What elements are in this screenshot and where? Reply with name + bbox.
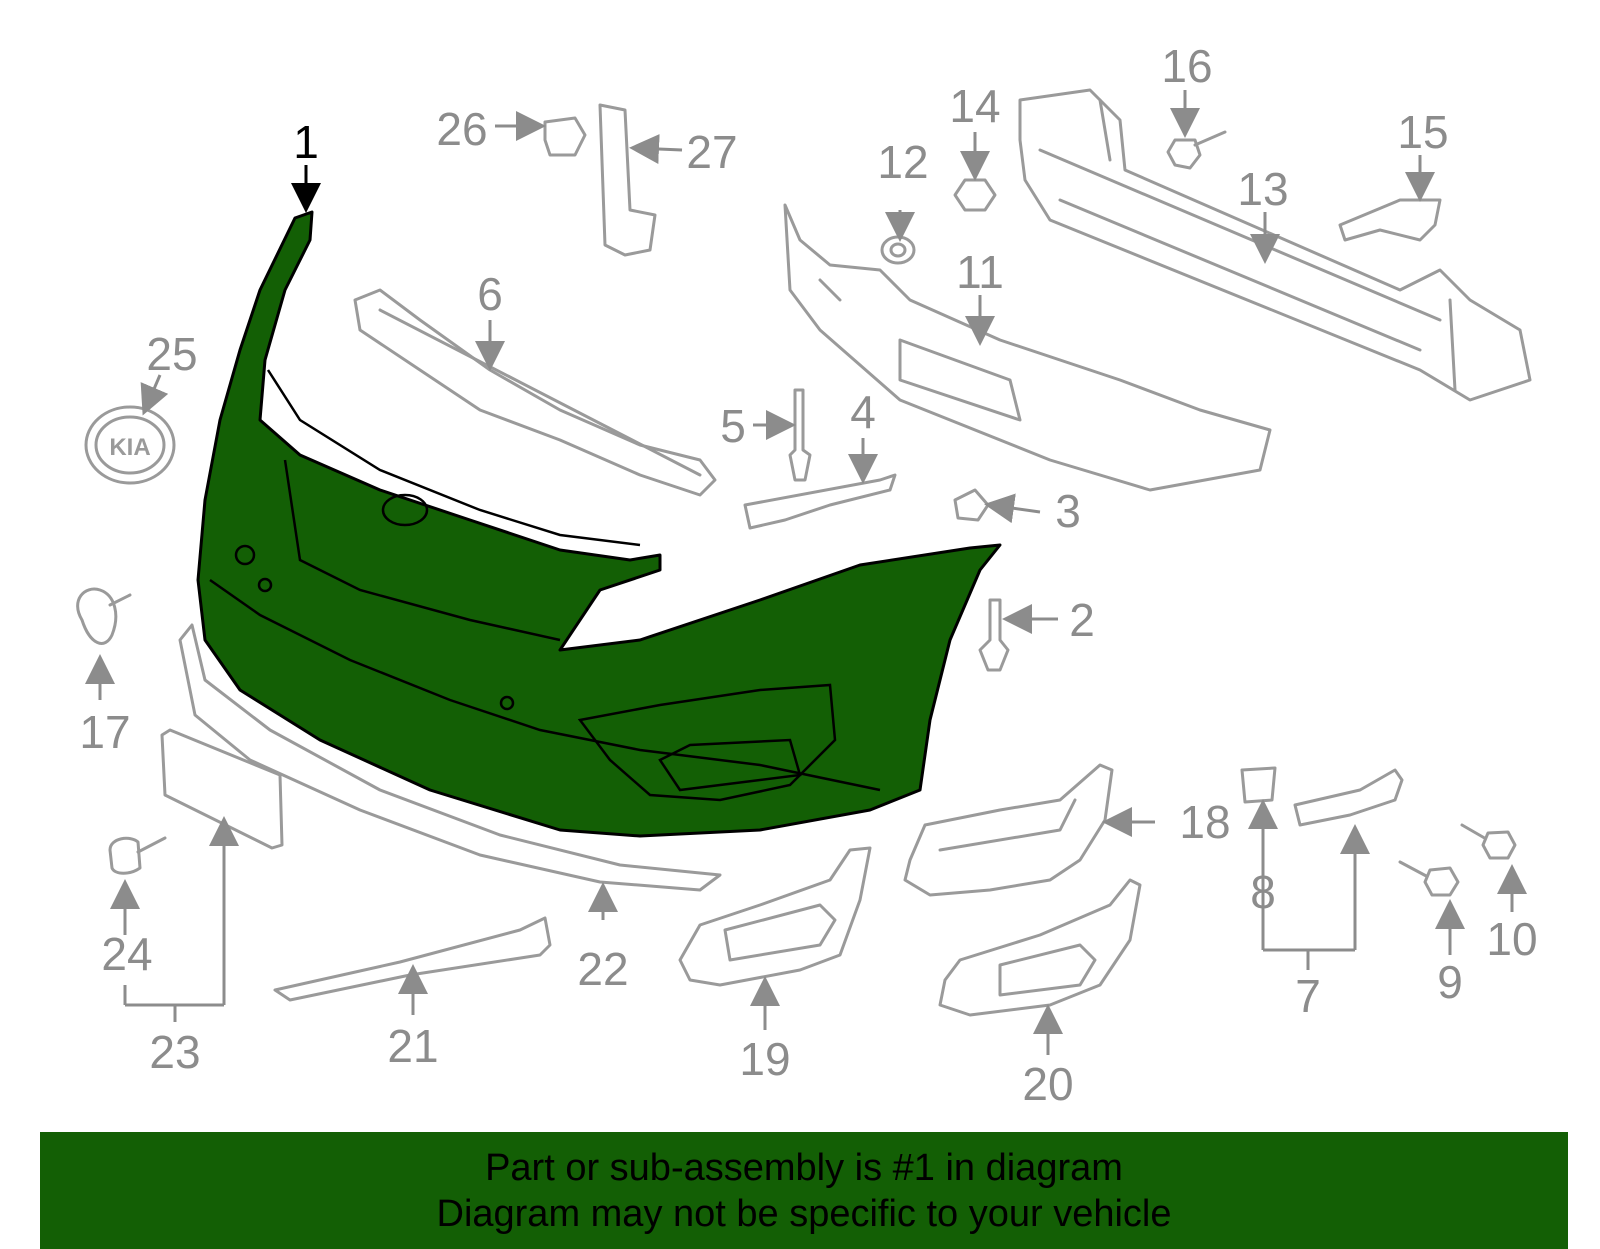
part-25-emblem: KIA xyxy=(84,405,176,485)
callout-7: 7 xyxy=(1295,970,1321,1022)
callout-25: 25 xyxy=(146,328,197,380)
part-2-screw xyxy=(978,598,1010,672)
part-21-molding xyxy=(273,916,552,1002)
callout-12: 12 xyxy=(877,136,928,188)
leader-lines xyxy=(85,90,1527,1055)
part-13-reinforcement-beam xyxy=(1018,88,1532,402)
part-7-drl-lamp xyxy=(1293,768,1404,827)
callout-15: 15 xyxy=(1397,106,1448,158)
callout-24: 24 xyxy=(101,928,152,980)
part-24-screw xyxy=(108,836,167,875)
part-6-bracket xyxy=(353,288,717,497)
callout-23: 23 xyxy=(149,1026,200,1078)
info-banner: Part or sub-assembly is #1 in diagram Di… xyxy=(40,1132,1568,1249)
callout-19: 19 xyxy=(739,1033,790,1085)
part-23-license-bracket xyxy=(160,728,284,850)
callout-27: 27 xyxy=(686,126,737,178)
part-4-bracket xyxy=(743,473,897,530)
callout-13: 13 xyxy=(1237,163,1288,215)
callout-5: 5 xyxy=(720,400,746,452)
part-14-nut xyxy=(953,178,997,212)
part-19-fog-bezel xyxy=(678,846,872,987)
part-10-bolt xyxy=(1460,823,1517,860)
part-22-lower-lip xyxy=(178,623,722,892)
callout-26: 26 xyxy=(436,103,487,155)
callout-1: 1 xyxy=(293,116,319,168)
part-3-clip xyxy=(953,488,990,522)
part-8-clip xyxy=(1240,766,1277,804)
part-17-tow-cap xyxy=(76,587,132,645)
callout-10: 10 xyxy=(1486,913,1537,965)
callout-16: 16 xyxy=(1161,40,1212,92)
callout-3: 3 xyxy=(1055,485,1081,537)
callout-9: 9 xyxy=(1437,956,1463,1008)
banner-line-2: Diagram may not be specific to your vehi… xyxy=(436,1192,1172,1235)
part-16-bolt xyxy=(1166,130,1227,170)
parts-diagram: KIA xyxy=(76,40,1538,1110)
callout-17: 17 xyxy=(79,706,130,758)
part-15-bracket xyxy=(1338,198,1442,242)
callout-6: 6 xyxy=(477,268,503,320)
callout-20: 20 xyxy=(1022,1058,1073,1110)
part-26-clip xyxy=(543,116,587,157)
part-20-fog-bezel xyxy=(938,878,1142,1017)
part-5-pin xyxy=(788,388,812,482)
callout-21: 21 xyxy=(387,1020,438,1072)
part-1-bumper-cover xyxy=(196,210,1002,838)
part-27-bracket xyxy=(598,103,657,257)
banner-line-1: Part or sub-assembly is #1 in diagram xyxy=(485,1146,1123,1189)
callout-8: 8 xyxy=(1250,866,1276,918)
callout-22: 22 xyxy=(577,943,628,995)
part-18-fog-bezel xyxy=(903,763,1114,897)
emblem-text: KIA xyxy=(109,434,150,461)
callout-18: 18 xyxy=(1179,796,1230,848)
part-11-energy-absorber xyxy=(783,203,1272,492)
callout-4: 4 xyxy=(850,386,876,438)
callout-11: 11 xyxy=(956,246,1004,298)
callout-2: 2 xyxy=(1069,594,1095,646)
part-12-washer xyxy=(880,235,916,265)
callout-labels: 1 2 3 4 5 6 7 8 9 10 11 12 13 14 15 16 1… xyxy=(79,40,1537,1110)
callout-14: 14 xyxy=(949,80,1000,132)
part-9-bolt xyxy=(1398,860,1460,897)
